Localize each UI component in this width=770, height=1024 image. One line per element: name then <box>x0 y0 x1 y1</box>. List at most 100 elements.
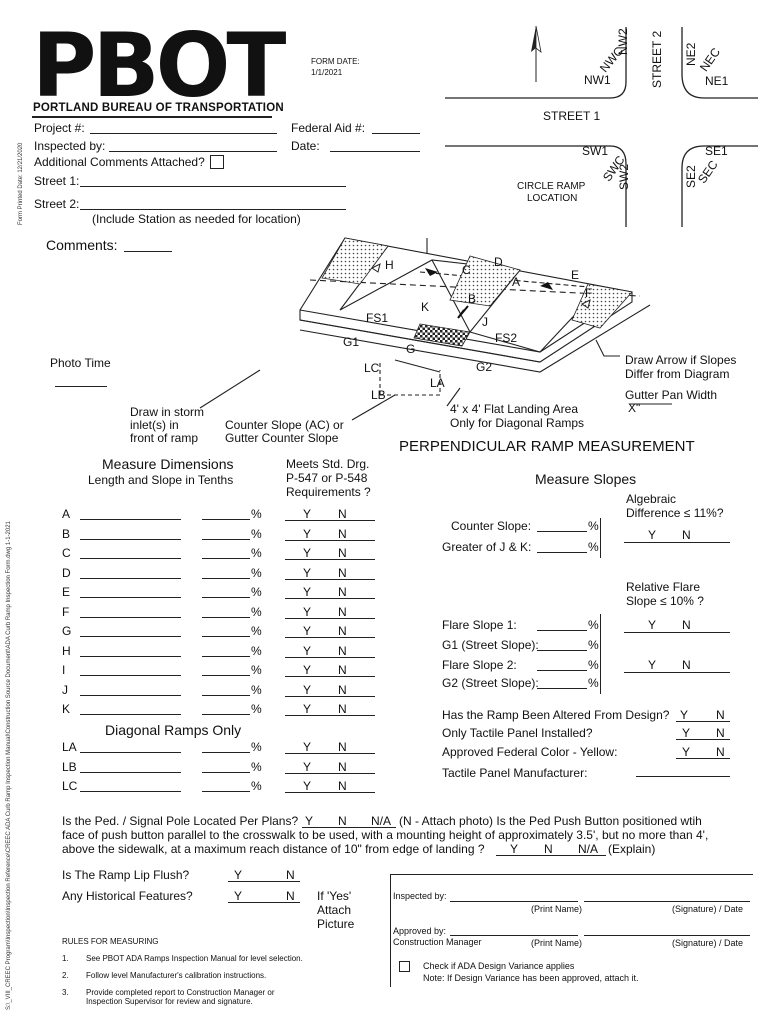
dim-length-k[interactable] <box>80 714 181 715</box>
dim-y-b[interactable]: Y <box>303 526 312 541</box>
lip-flush-n[interactable]: N <box>286 868 295 882</box>
dim-slope-j[interactable] <box>202 694 250 696</box>
dim-slope-i[interactable] <box>202 675 250 676</box>
dim-y-f[interactable]: Y <box>303 604 312 619</box>
flare1-n[interactable]: N <box>682 618 691 632</box>
dim-y-k[interactable]: Y <box>303 702 312 716</box>
dim-slope-e[interactable] <box>202 597 250 598</box>
dim-length-i[interactable] <box>80 675 181 676</box>
dim-y-h[interactable]: Y <box>303 643 312 658</box>
dim-slope-f[interactable] <box>202 616 250 618</box>
ped-button-na[interactable]: N/A <box>578 842 599 856</box>
federal-aid-input[interactable] <box>372 133 420 134</box>
flare-slope1-input[interactable] <box>537 630 587 631</box>
dim-slope-b[interactable] <box>202 538 250 540</box>
dim-y-i[interactable]: Y <box>303 663 312 677</box>
dim-n-j[interactable]: N <box>338 682 347 697</box>
dim-slope-lc[interactable] <box>202 791 250 792</box>
g2-street-input[interactable] <box>537 688 587 689</box>
dim-length-lc[interactable] <box>80 791 181 792</box>
dim-n-d[interactable]: N <box>338 565 347 580</box>
dim-slope-a[interactable] <box>202 519 250 520</box>
flare2-n[interactable]: N <box>682 658 691 672</box>
dim-slope-h[interactable] <box>202 655 250 657</box>
dim-length-j[interactable] <box>80 694 181 696</box>
dim-n-b[interactable]: N <box>338 526 347 541</box>
signoff-approved-sig[interactable] <box>584 935 750 936</box>
dim-n-a[interactable]: N <box>338 507 347 521</box>
historical-y[interactable]: Y <box>234 889 243 903</box>
dim-n-c[interactable]: N <box>338 546 347 560</box>
tactile-n[interactable]: N <box>716 726 725 740</box>
dim-n-h[interactable]: N <box>338 643 347 658</box>
street1-input[interactable] <box>80 186 346 187</box>
counter-slope-input[interactable] <box>537 531 587 532</box>
inspected-by-input[interactable] <box>109 151 277 152</box>
ped-pole-na[interactable]: N/A <box>371 814 392 828</box>
algebraic-n[interactable]: N <box>682 528 691 542</box>
dim-y-j[interactable]: Y <box>303 682 312 697</box>
dim-y-d[interactable]: Y <box>303 565 312 580</box>
signoff-inspected-sig[interactable] <box>584 901 750 902</box>
dim-n-g[interactable]: N <box>338 624 347 638</box>
signoff-inspected-name[interactable] <box>450 901 578 902</box>
altered-y[interactable]: Y <box>680 708 689 722</box>
dim-length-a[interactable] <box>80 519 181 520</box>
dim-slope-lb[interactable] <box>202 771 250 773</box>
dim-length-b[interactable] <box>80 538 181 540</box>
project-input[interactable] <box>90 133 277 134</box>
historical-n[interactable]: N <box>286 889 295 903</box>
dim-n-lb[interactable]: N <box>338 759 347 774</box>
dim-n-i[interactable]: N <box>338 663 347 677</box>
dim-label-lc: LC <box>62 779 78 793</box>
dim-y-lc[interactable]: Y <box>303 779 312 793</box>
dim-slope-d[interactable] <box>202 577 250 579</box>
altered-n[interactable]: N <box>716 708 725 722</box>
lip-flush-y[interactable]: Y <box>234 868 243 882</box>
dim-slope-k[interactable] <box>202 714 250 715</box>
dim-n-k[interactable]: N <box>338 702 347 716</box>
dim-slope-c[interactable] <box>202 558 250 559</box>
tactile-y[interactable]: Y <box>682 726 691 740</box>
color-y[interactable]: Y <box>682 745 691 759</box>
dim-length-lb[interactable] <box>80 771 181 773</box>
dim-y-la[interactable]: Y <box>303 740 312 754</box>
manufacturer-input[interactable] <box>636 776 730 777</box>
dim-length-f[interactable] <box>80 616 181 618</box>
dim-slope-la[interactable] <box>202 752 250 753</box>
flare1-y[interactable]: Y <box>648 618 657 632</box>
dim-length-h[interactable] <box>80 655 181 657</box>
dim-slope-g[interactable] <box>202 636 250 637</box>
ped-button-n[interactable]: N <box>544 842 553 856</box>
additional-comments-checkbox[interactable] <box>210 155 224 169</box>
comments-input[interactable] <box>124 251 172 252</box>
greater-jk-input[interactable] <box>537 552 587 553</box>
street2-input[interactable] <box>80 209 346 210</box>
date-input[interactable] <box>330 151 420 152</box>
dim-n-f[interactable]: N <box>338 604 347 619</box>
dim-length-g[interactable] <box>80 636 181 637</box>
dim-y-g[interactable]: Y <box>303 624 312 638</box>
dim-y-c[interactable]: Y <box>303 546 312 560</box>
flare2-y[interactable]: Y <box>648 658 657 672</box>
dim-n-la[interactable]: N <box>338 740 347 754</box>
dim-y-a[interactable]: Y <box>303 507 312 521</box>
dim-n-e[interactable]: N <box>338 585 347 599</box>
ped-button-y[interactable]: Y <box>510 842 519 856</box>
flare-slope2-input[interactable] <box>537 670 587 671</box>
algebraic-y[interactable]: Y <box>648 528 657 542</box>
dim-length-e[interactable] <box>80 597 181 598</box>
dim-length-d[interactable] <box>80 577 181 579</box>
signoff-approved-name[interactable] <box>450 935 578 936</box>
variance-checkbox[interactable] <box>399 961 410 972</box>
g1-street-input[interactable] <box>537 650 587 651</box>
ped-pole-y[interactable]: Y <box>305 814 314 828</box>
dim-length-c[interactable] <box>80 558 181 559</box>
color-n[interactable]: N <box>716 745 725 759</box>
dim-y-e[interactable]: Y <box>303 585 312 599</box>
dim-length-la[interactable] <box>80 752 181 753</box>
ped-pole-n[interactable]: N <box>338 814 347 828</box>
dim-y-lb[interactable]: Y <box>303 759 312 774</box>
dim-n-lc[interactable]: N <box>338 779 347 793</box>
photo-time-input[interactable] <box>55 386 107 387</box>
